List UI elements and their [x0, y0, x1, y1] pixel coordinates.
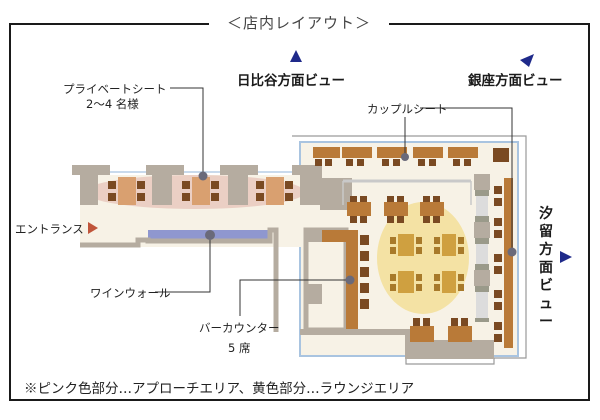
bar-counter-label: バーカウンター: [199, 321, 280, 335]
bar-counter-seats: 5 席: [228, 341, 251, 355]
ginza-arrow-icon: [520, 54, 534, 67]
page-title: ＜店内レイアウト＞: [209, 10, 389, 36]
shiodome-view-label: 汐 留 方 面 ビ ュ ー: [539, 206, 553, 330]
private-seat-booths: [72, 165, 322, 205]
hibiya-arrow-icon: [290, 50, 302, 62]
lounge-tables: [390, 234, 464, 293]
couple-seats: [313, 147, 509, 166]
entrance-arrow-icon: [88, 222, 98, 234]
ginza-view-label: 銀座方面ビュー: [468, 73, 563, 89]
shiodome-arrow-icon: [560, 251, 572, 263]
wine-wall-label: ワインウォール: [90, 286, 171, 300]
private-seat-capacity: 2〜4 名様: [86, 97, 139, 111]
hibiya-view-label: 日比谷方面ビュー: [237, 73, 345, 89]
footnote: ※ピンク色部分…アプローチエリア、黄色部分…ラウンジエリア: [24, 381, 415, 397]
entrance-label: エントランス: [15, 222, 84, 236]
couple-seat-label: カップルシート: [367, 102, 448, 116]
private-seat-label: プライベートシート: [63, 82, 167, 96]
